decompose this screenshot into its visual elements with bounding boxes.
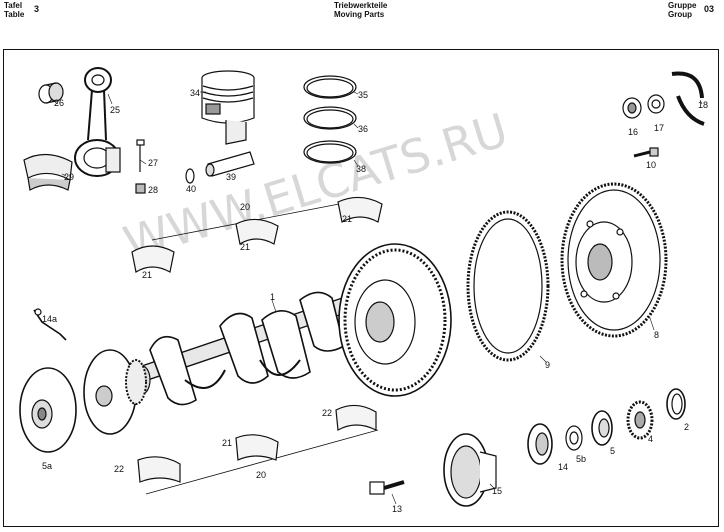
callout-5: 5 xyxy=(610,446,615,456)
callout-18: 18 xyxy=(698,100,708,110)
callout-8: 8 xyxy=(654,330,659,340)
part-35-piston-ring[interactable] xyxy=(303,75,357,99)
part-5b-washer[interactable] xyxy=(565,425,583,451)
group-label-de: Gruppe xyxy=(668,1,697,10)
callout-1: 1 xyxy=(270,292,275,302)
callout-21-a: 21 xyxy=(142,270,152,280)
part-39-piston-pin[interactable] xyxy=(205,151,255,177)
callout-9: 9 xyxy=(545,360,550,370)
part-36-piston-ring[interactable] xyxy=(303,106,357,130)
part-8-flywheel[interactable] xyxy=(560,182,668,338)
part-40-circlip[interactable] xyxy=(185,168,195,184)
part-1-crankshaft[interactable] xyxy=(127,291,363,406)
lower-bearing-set xyxy=(137,404,379,495)
page-title-en: Moving Parts xyxy=(334,10,385,19)
part-29-bearing-shell[interactable] xyxy=(23,153,73,191)
callout-40: 40 xyxy=(186,184,196,194)
part-16-bearing[interactable] xyxy=(622,97,642,119)
callout-14: 14 xyxy=(558,462,568,472)
part-22-bearing-shell-lower-a[interactable] xyxy=(137,456,181,483)
part-5a-vibration-damper[interactable] xyxy=(19,367,77,453)
callout-10: 10 xyxy=(646,160,656,170)
upper-bearing-set xyxy=(131,196,383,273)
callout-13: 13 xyxy=(392,504,402,514)
diagram-frame xyxy=(3,49,719,527)
part-5-bearing[interactable] xyxy=(591,410,613,446)
part-10-bolt[interactable] xyxy=(633,147,659,158)
callout-21-b: 21 xyxy=(240,242,250,252)
part-15-cover[interactable] xyxy=(443,433,497,507)
callout-25: 25 xyxy=(110,105,120,115)
part-38-oil-ring[interactable] xyxy=(303,140,357,164)
group-number: 03 xyxy=(704,4,715,14)
callout-22-a: 22 xyxy=(114,464,124,474)
callout-34: 34 xyxy=(190,88,200,98)
part-4-sprocket[interactable] xyxy=(626,400,654,440)
callout-2: 2 xyxy=(684,422,689,432)
part-34-piston[interactable] xyxy=(201,70,255,145)
flywheel-assembly[interactable] xyxy=(338,243,452,397)
part-21-bearing-shell-upper-a[interactable] xyxy=(131,245,175,273)
callout-22-b: 22 xyxy=(322,408,332,418)
part-28-nut[interactable] xyxy=(135,183,146,194)
group-label: Gruppe Group 03 xyxy=(668,1,714,19)
part-14a-bracket[interactable] xyxy=(33,308,67,341)
callout-5a: 5a xyxy=(42,461,52,471)
part-26-bushing[interactable] xyxy=(38,82,64,104)
table-label: Tafel Table 3 xyxy=(4,1,39,19)
part-13-bolt[interactable] xyxy=(369,480,405,495)
part-22-bearing-shell-lower-b[interactable] xyxy=(335,404,377,431)
page-title: Triebwerkteile Moving Parts xyxy=(334,1,387,19)
leader-lines xyxy=(51,91,703,505)
callout-38: 38 xyxy=(356,164,366,174)
callout-39: 39 xyxy=(226,172,236,182)
callout-4: 4 xyxy=(648,434,653,444)
part-14-seal[interactable] xyxy=(527,423,553,465)
callout-21-d: 21 xyxy=(222,438,232,448)
callout-20-top: 20 xyxy=(240,202,250,212)
callout-26: 26 xyxy=(54,98,64,108)
part-17-seal[interactable] xyxy=(647,94,665,114)
part-2-ring[interactable] xyxy=(666,388,686,420)
callout-15: 15 xyxy=(492,486,502,496)
callout-21-c: 21 xyxy=(342,214,352,224)
callout-28: 28 xyxy=(148,185,158,195)
callout-27: 27 xyxy=(148,158,158,168)
callout-36: 36 xyxy=(358,124,368,134)
part-18-thrust-bearing[interactable] xyxy=(671,71,705,126)
callout-17: 17 xyxy=(654,123,664,133)
callout-20-bottom: 20 xyxy=(256,470,266,480)
group-label-en: Group xyxy=(668,10,692,19)
part-21-bearing-shell-upper-c[interactable] xyxy=(337,196,383,223)
callout-14a: 14a xyxy=(42,314,57,324)
table-number: 3 xyxy=(34,4,40,14)
part-27-bolt[interactable] xyxy=(136,139,145,172)
part-25-connecting-rod[interactable] xyxy=(74,67,121,177)
part-21-bearing-shell-upper-b[interactable] xyxy=(235,218,279,245)
table-label-en: Table xyxy=(4,10,25,19)
callout-29: 29 xyxy=(64,172,74,182)
callout-5b: 5b xyxy=(576,454,586,464)
callout-35: 35 xyxy=(358,90,368,100)
callout-16: 16 xyxy=(628,127,638,137)
page-title-de: Triebwerkteile xyxy=(334,1,388,10)
part-9-ring-gear[interactable] xyxy=(466,210,550,362)
part-21-bearing-shell-lower[interactable] xyxy=(235,434,279,461)
crank-pulley[interactable] xyxy=(83,349,147,435)
table-label-de: Tafel xyxy=(4,1,23,10)
